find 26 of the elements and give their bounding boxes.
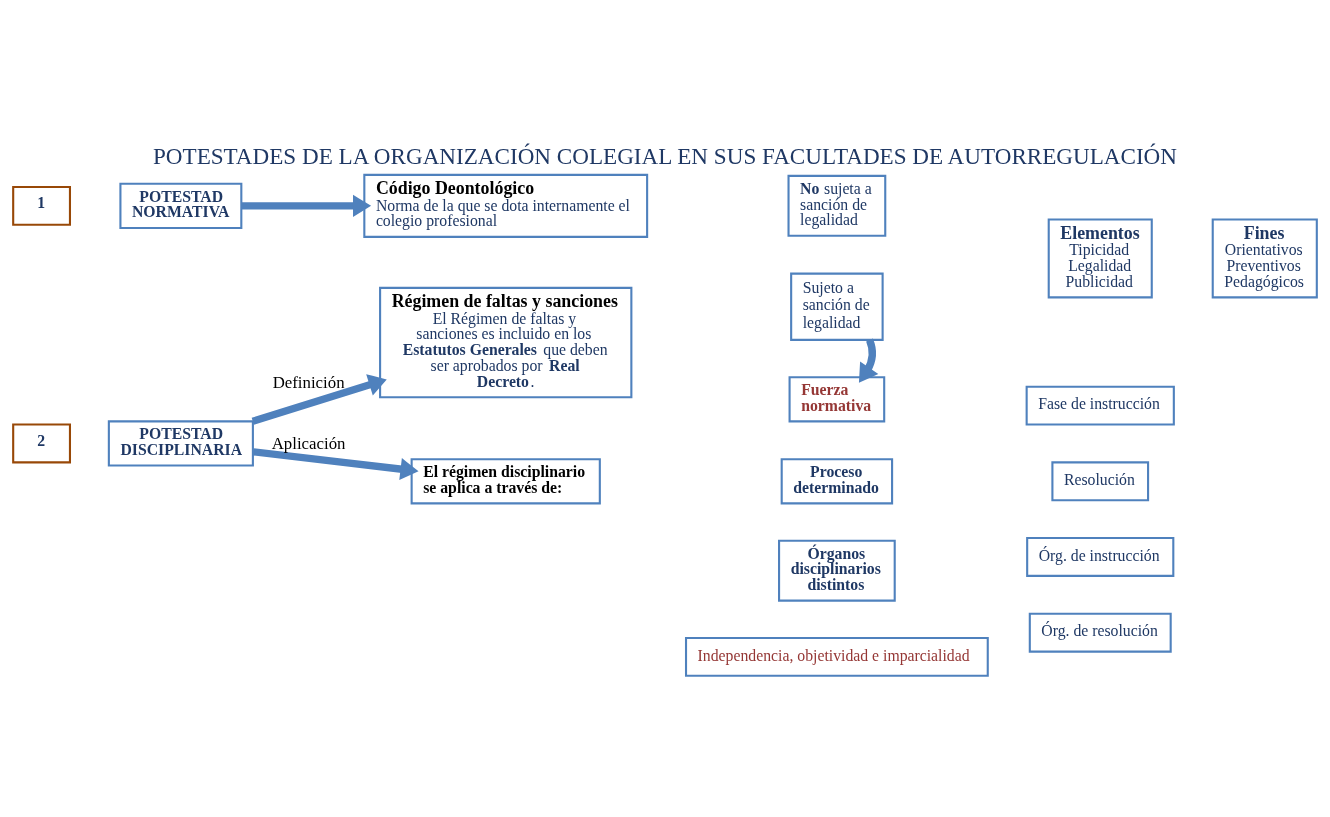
node-box: Régimen de faltas y sanciones El Régimen de faltas y sanciones es incluido en los Estatutos Generales que deben ser aprobados por Real Decreto. xyxy=(379,286,633,399)
arrow xyxy=(252,448,419,481)
arrow xyxy=(858,338,879,383)
edge-label: Aplicación xyxy=(271,433,346,453)
node-box: 2 xyxy=(12,423,71,464)
node-box: Código Deontológico Norma de la que se dota internamente el colegio profesional xyxy=(363,173,649,238)
node-box: POTESTAD NORMATIVA xyxy=(119,182,243,229)
node-box: Fuerza normativa xyxy=(788,376,886,423)
node-box: Independencia, objetividad e imparcialidad xyxy=(685,636,989,677)
arrow xyxy=(251,374,387,425)
node-box: Sujeto a sanción de legalidad xyxy=(790,272,884,341)
node-box: Proceso determinado xyxy=(780,458,894,505)
node-box: Órganos disciplinarios distintos xyxy=(778,539,896,602)
node-box: Fines Orientativos Preventivos Pedagógicos xyxy=(1211,218,1318,299)
arrow xyxy=(241,194,372,217)
node-box: 1 xyxy=(12,185,71,226)
diagram-title: POTESTADES DE LA ORGANIZACIÓN COLEGIAL EN SUS FACULTADES DE AUTORREGULACIÓN xyxy=(152,142,1178,169)
node-box: Órg. de resolución xyxy=(1028,612,1172,653)
node-box: Órg. de instrucción xyxy=(1026,537,1175,577)
edge-label: Definición xyxy=(272,372,345,392)
node-box: El régimen disciplinario se aplica a través de: xyxy=(410,458,601,505)
node-box: No sujeta a sanción de legalidad xyxy=(787,174,887,237)
node-box: Elementos Tipicidad Legalidad Publicidad xyxy=(1047,218,1153,299)
node-box: Resolución xyxy=(1051,461,1150,502)
node-box: POTESTAD DISCIPLINARIA xyxy=(107,420,254,467)
node-box: Fase de instrucción xyxy=(1025,385,1175,426)
